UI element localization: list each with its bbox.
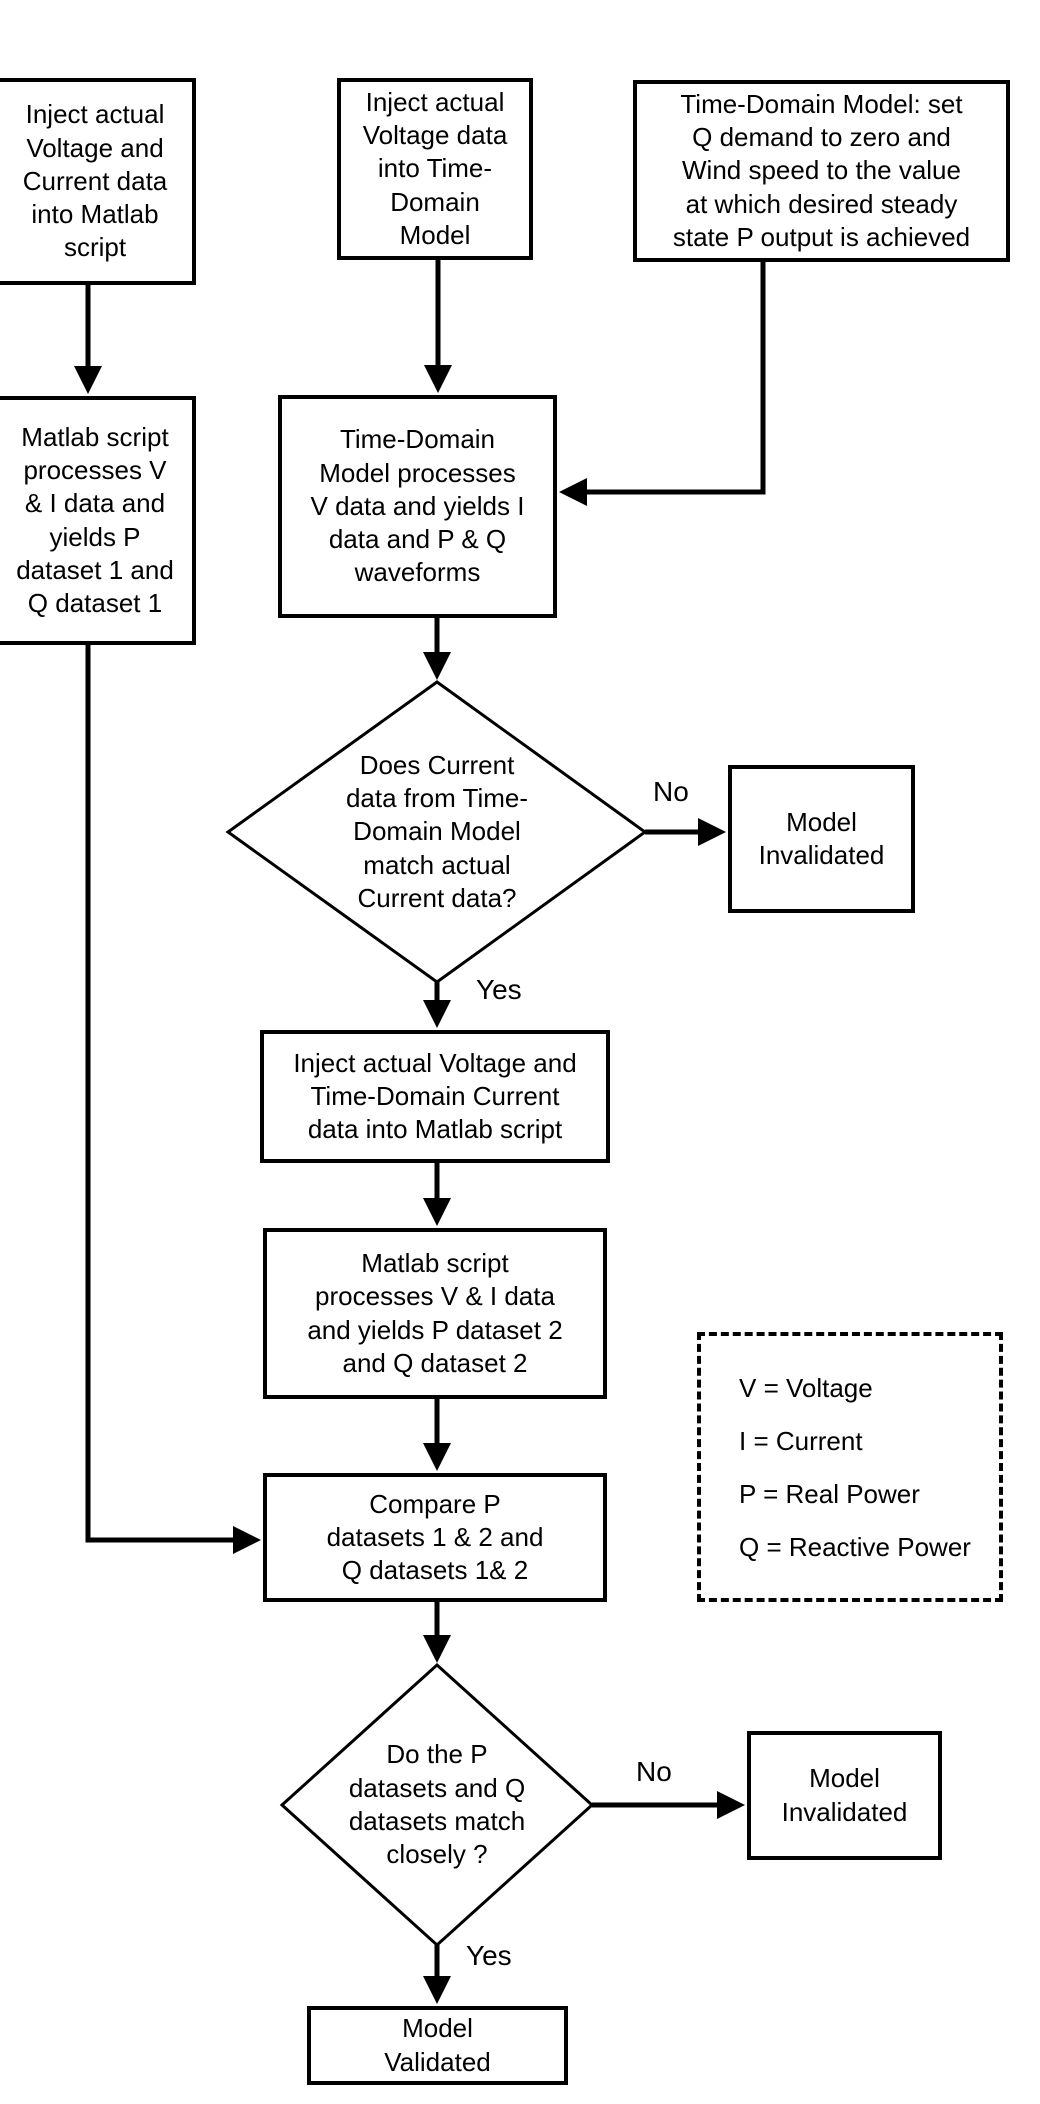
decision-label-current-match: Does Current data from Time- Domain Mode… (307, 748, 567, 916)
decision-text: Does Current data from Time- Domain Mode… (345, 749, 529, 913)
arrowhead-right (717, 1791, 745, 1819)
node-inject-voltage-time-domain: Inject actual Voltage data into Time- Do… (337, 78, 533, 260)
branch-label-no-2: No (636, 1756, 672, 1787)
node-model-invalidated-1: Model Invalidated (728, 765, 915, 913)
decision-diamonds (225, 680, 648, 1948)
decision-text: Do the P datasets and Q datasets match c… (348, 1739, 526, 1870)
arrowhead-down (423, 1000, 451, 1028)
node-inject-voltage-current-matlab: Inject actual Voltage and Current data i… (0, 78, 196, 285)
arrowhead-down (423, 1976, 451, 2004)
node-label: Inject actual Voltage data into Time- Do… (362, 86, 508, 250)
branch-label-yes-1: Yes (476, 974, 522, 1005)
edge-tdsetup-to-tdprocess (585, 262, 766, 495)
node-label: Model Invalidated (781, 1763, 908, 1827)
legend-item-real-power: P = Real Power (739, 1478, 920, 1509)
decision-label-pq-match: Do the P datasets and Q datasets match c… (317, 1737, 557, 1873)
node-label: Model Invalidated (758, 806, 885, 870)
node-label: Matlab script processes V & I data and y… (307, 1247, 563, 1378)
node-label: Time-Domain Model: set Q demand to zero … (672, 88, 971, 252)
edge-matlab1-to-compare (85, 645, 235, 1543)
node-model-invalidated-2: Model Invalidated (747, 1731, 942, 1860)
branch-label-no-1: No (653, 776, 689, 807)
node-time-domain-model-process: Time-Domain Model processes V data and y… (278, 395, 557, 618)
node-inject-voltage-td-current: Inject actual Voltage and Time-Domain Cu… (260, 1030, 610, 1163)
node-label: Compare P datasets 1 & 2 and Q datasets … (326, 1488, 544, 1586)
legend-item-current: I = Current (739, 1425, 863, 1456)
legend-item-reactive-power: Q = Reactive Power (739, 1531, 971, 1562)
legend-box: V = Voltage I = Current P = Real Power Q… (697, 1332, 1003, 1602)
connector-lines (85, 260, 766, 1978)
node-label: Model Validated (384, 2013, 491, 2077)
arrowheads (74, 365, 745, 2004)
arrowhead-down (423, 1635, 451, 1663)
node-matlab-dataset-1: Matlab script processes V & I data and y… (0, 396, 196, 645)
node-compare-datasets: Compare P datasets 1 & 2 and Q datasets … (263, 1473, 607, 1602)
arrowhead-down (424, 365, 452, 393)
node-model-validated: Model Validated (307, 2006, 568, 2085)
branch-label-yes-2: Yes (466, 1940, 512, 1971)
legend-item-voltage: V = Voltage (739, 1372, 873, 1403)
node-matlab-dataset-2: Matlab script processes V & I data and y… (263, 1228, 607, 1399)
node-label: Inject actual Voltage and Current data i… (22, 99, 168, 263)
arrowhead-right (698, 818, 726, 846)
arrowhead-down (423, 652, 451, 680)
arrowhead-down (423, 1198, 451, 1226)
node-label: Time-Domain Model processes V data and y… (310, 424, 525, 588)
arrowhead-down (74, 366, 102, 394)
arrowhead-right (233, 1526, 261, 1554)
node-label: Inject actual Voltage and Time-Domain Cu… (293, 1047, 577, 1145)
node-time-domain-model-setup: Time-Domain Model: set Q demand to zero … (633, 80, 1010, 262)
arrowhead-down (423, 1443, 451, 1471)
arrowhead-left (559, 478, 587, 506)
node-label: Matlab script processes V & I data and y… (16, 421, 174, 619)
